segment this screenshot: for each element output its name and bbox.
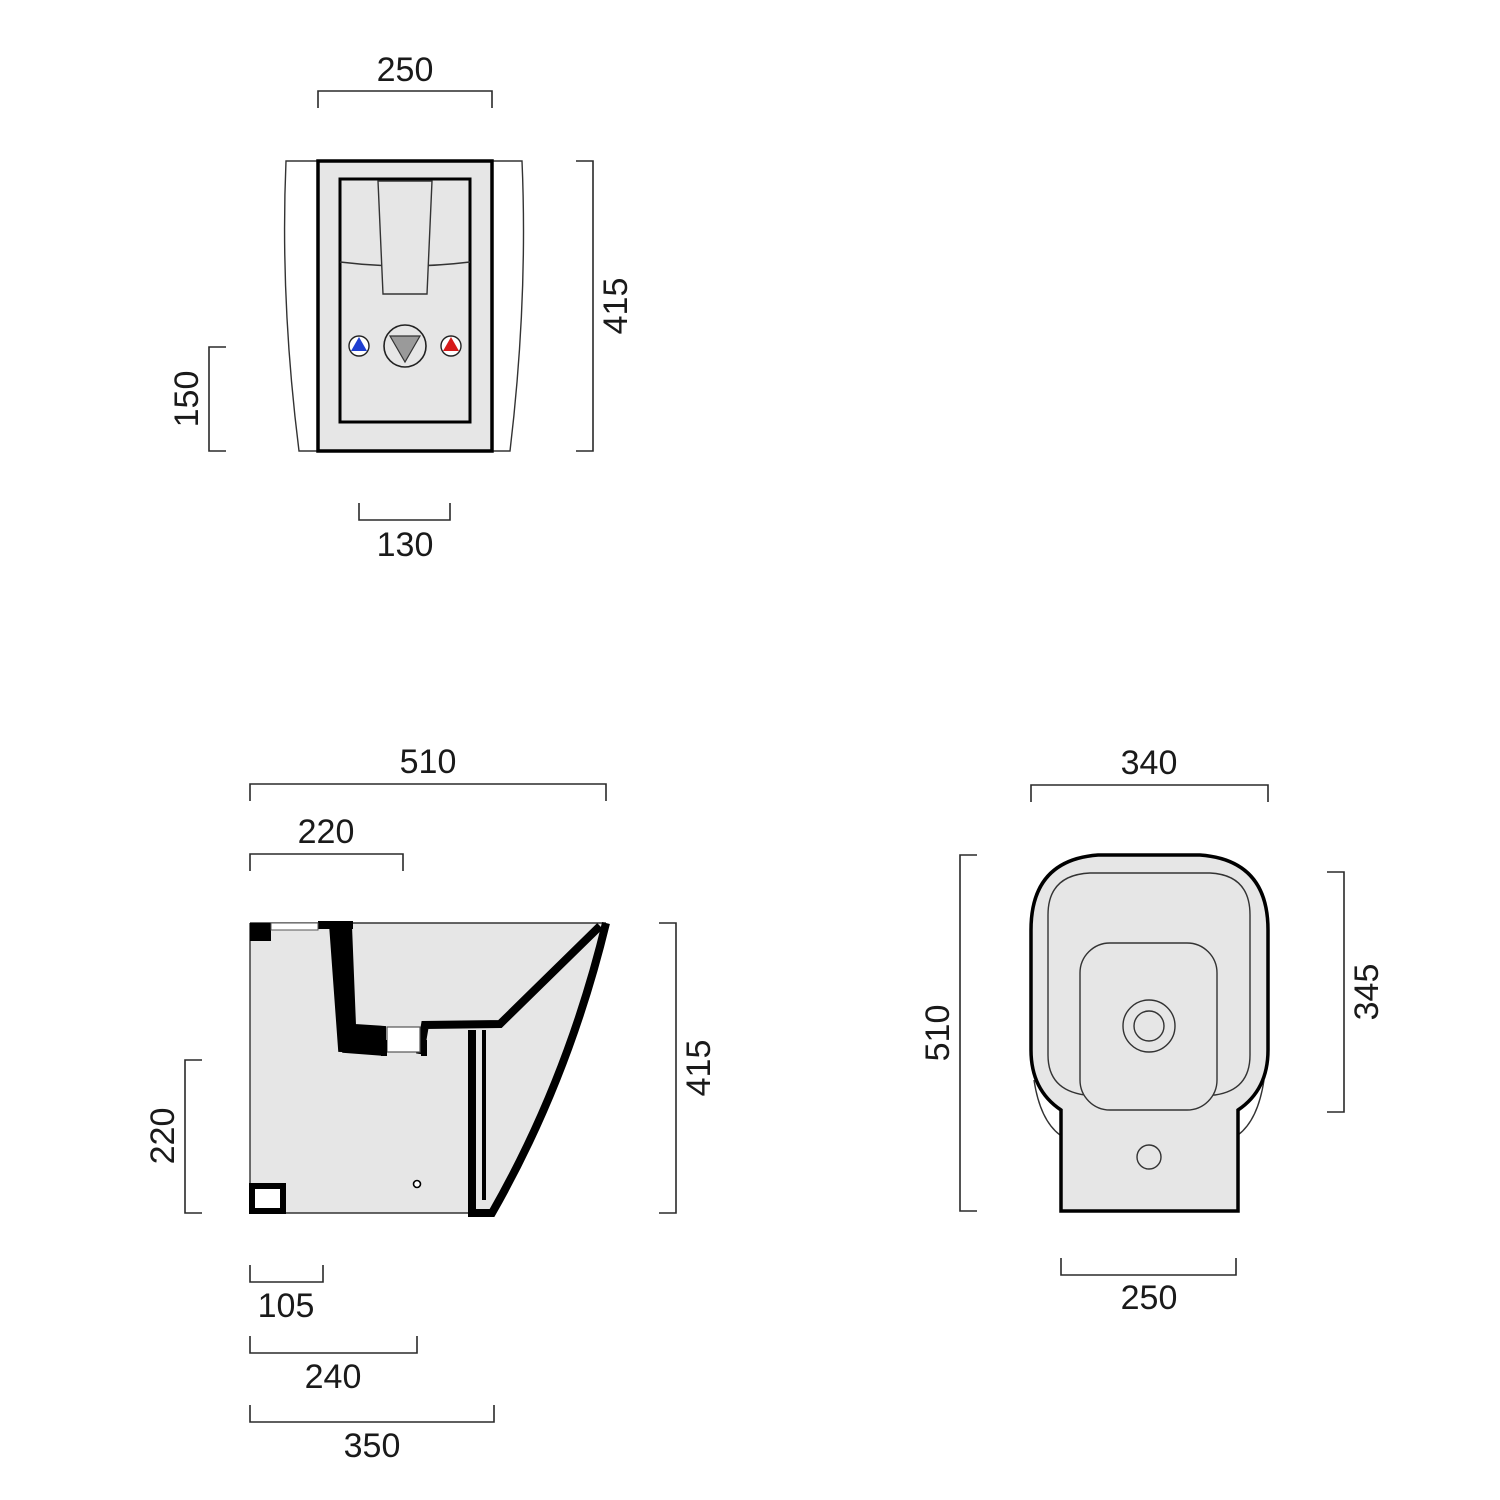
side-bowl-ledge [416,923,603,1055]
hot-water-icon [440,335,462,357]
dimension-label: 130 [377,526,434,564]
dimension-line [959,854,977,1212]
top-drain-inner [1133,1010,1165,1042]
dimension-label: 350 [344,1427,401,1465]
rear-spout [377,180,433,295]
rear-outer-silhouette [283,160,319,452]
dimension-label: 415 [597,278,635,335]
side-rim-gap [270,922,319,931]
dimension-line [249,853,404,871]
side-body [250,923,606,1213]
dimension-line [659,922,677,1214]
side-drain-throat [386,1026,421,1053]
dimension-line [1327,871,1345,1113]
dimension-label: 415 [680,1040,718,1097]
dimension-line [317,90,493,108]
side-rim-cap [250,923,271,941]
dimension-line [1060,1258,1237,1276]
side-overflow-hole [412,1179,422,1189]
side-rim-cap-2 [318,921,353,929]
top-skirt-left [1033,1079,1061,1136]
dimension-label: 150 [168,371,206,428]
rear-view: 250 415 150 130 [168,51,635,564]
dimension-label: 510 [400,743,457,781]
dimension-label: 340 [1121,744,1178,782]
dimension-line [249,783,607,801]
dimension-line [576,160,594,452]
drain-valve-icon [383,324,427,368]
dimension-line [208,346,226,452]
side-floor-fixing [249,1183,286,1214]
top-tap-hole [1136,1144,1162,1170]
side-view: 510 220 415 220 105 240 350 [144,743,718,1465]
dimension-label: 220 [298,813,355,851]
side-bowl-wall [329,923,388,1054]
dimension-label: 250 [377,51,434,89]
dimension-line [249,1405,495,1423]
dimension-label: 105 [258,1287,315,1325]
dimension-line [1030,784,1269,802]
dimension-label: 510 [919,1005,957,1062]
dimension-label: 240 [305,1358,362,1396]
dimension-label: 220 [144,1108,182,1165]
rear-outer-silhouette-right [491,160,525,452]
dimension-label: 345 [1348,964,1386,1021]
top-skirt-right [1237,1079,1265,1136]
dimension-line [249,1265,324,1283]
dimension-line [358,503,451,521]
top-view: 340 510 345 250 [919,744,1386,1317]
dimension-line [249,1336,418,1354]
side-front-wall [468,922,610,1217]
dimension-label: 250 [1121,1279,1178,1317]
dimension-line [184,1059,202,1214]
cold-water-icon [348,335,370,357]
